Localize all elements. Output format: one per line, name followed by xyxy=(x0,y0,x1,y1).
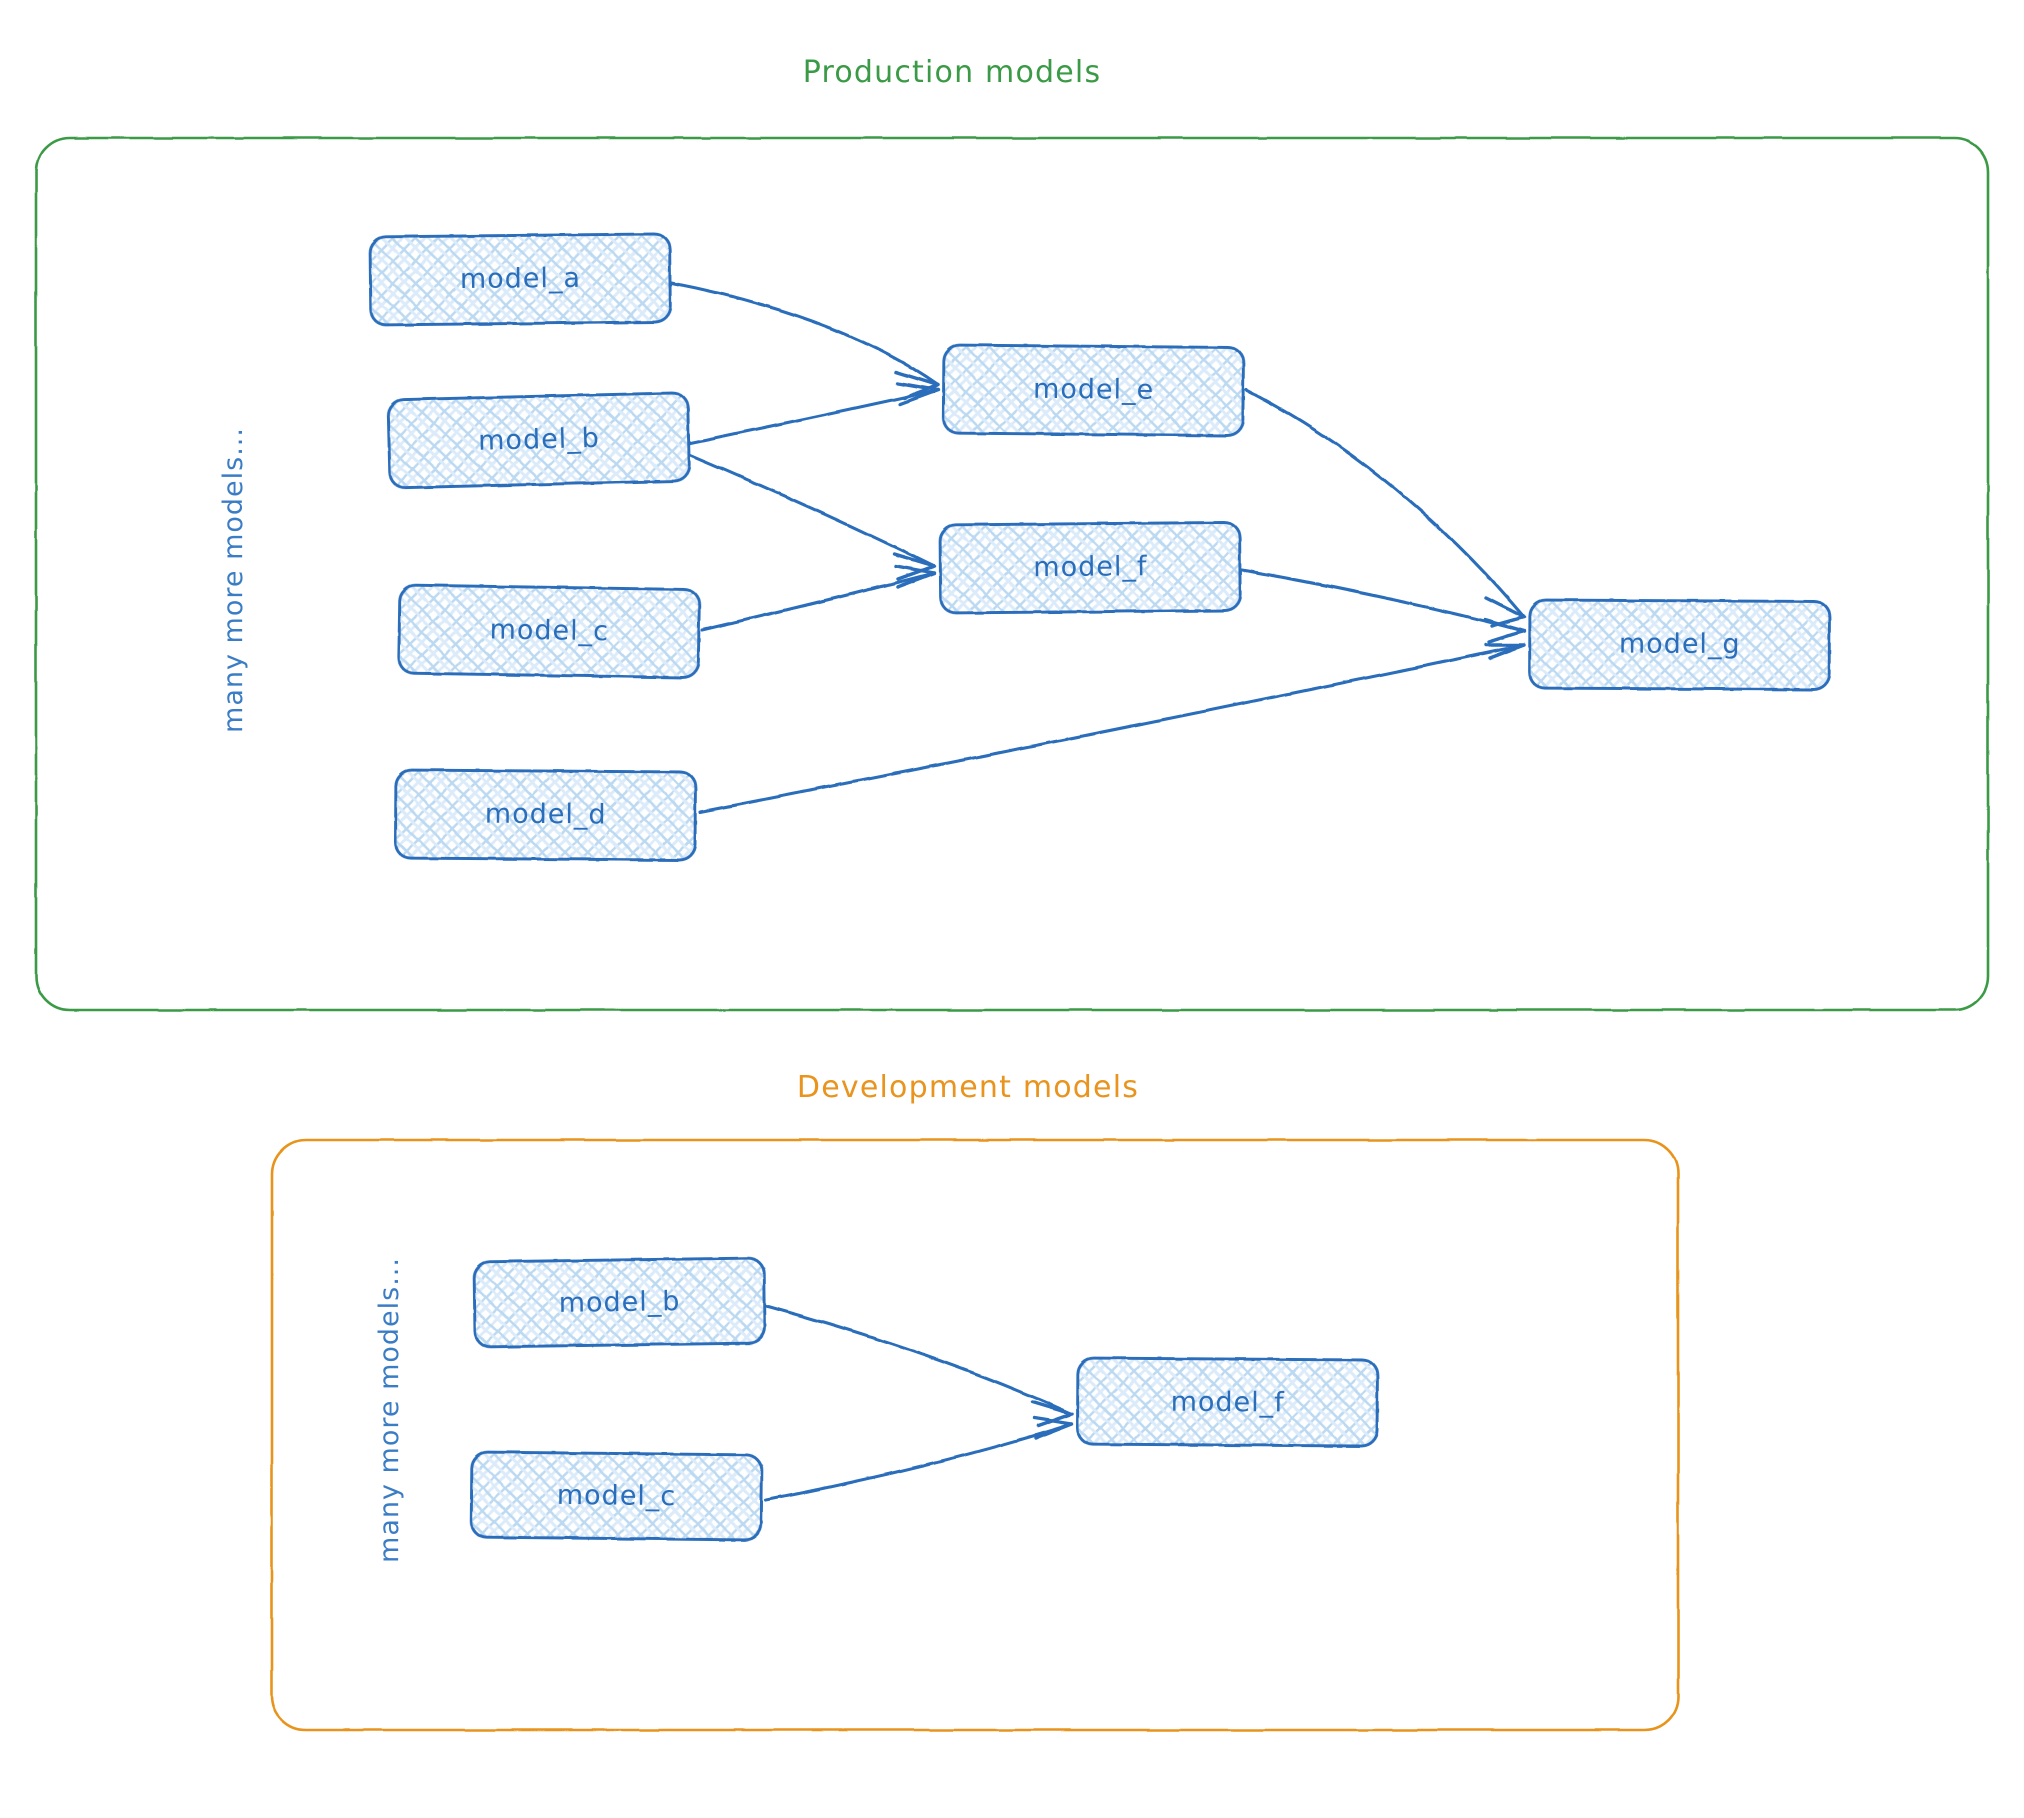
edge-dev_model_c-to-dev_model_f xyxy=(764,1422,1074,1502)
production-group-border xyxy=(34,136,1990,1012)
arrowhead-model_b-to-model_f xyxy=(892,552,936,581)
node-dev-model_f[interactable]: model_f xyxy=(1076,1356,1380,1448)
development-many-more-models-label: many more models... xyxy=(374,1257,405,1563)
node-model_d-label: model_d xyxy=(485,799,607,831)
node-model_a[interactable]: model_a xyxy=(368,232,673,327)
node-dev-model_b-label: model_b xyxy=(559,1286,681,1319)
node-dev-model_b[interactable]: model_b xyxy=(472,1256,767,1349)
edge-model_c-to-model_f xyxy=(700,571,936,632)
arrowhead-model_d-to-model_g xyxy=(1484,643,1526,660)
arrowhead-model_b-to-model_e xyxy=(896,381,940,406)
arrowhead-model_f-to-model_g xyxy=(1483,618,1526,644)
node-model_g[interactable]: model_g xyxy=(1528,598,1832,691)
development-group-border xyxy=(270,1138,1680,1732)
group-development: Development models many more models... xyxy=(270,1070,1680,1732)
development-nodes: model_b model_c model_f xyxy=(469,1256,1380,1542)
node-model_a-label: model_a xyxy=(460,263,581,295)
node-model_c[interactable]: model_c xyxy=(397,583,702,679)
node-dev-model_c[interactable]: model_c xyxy=(469,1450,764,1542)
edge-model_b-to-model_e xyxy=(688,388,940,445)
production-nodes: model_a model_b model_c xyxy=(368,232,1832,862)
arrowhead-dev_model_c-to-dev_model_f xyxy=(1032,1416,1074,1440)
node-model_g-label: model_g xyxy=(1619,628,1741,660)
edge-model_f-to-model_g xyxy=(1240,568,1526,633)
edge-model_b-to-model_f xyxy=(688,453,936,568)
node-model_d[interactable]: model_d xyxy=(393,768,698,862)
node-model_f[interactable]: model_f xyxy=(938,521,1243,615)
node-model_c-label: model_c xyxy=(489,614,609,647)
development-group-title: Development models xyxy=(797,1070,1139,1105)
node-dev-model_f-label: model_f xyxy=(1171,1387,1286,1419)
edge-model_d-to-model_g xyxy=(698,643,1526,814)
edge-model_a-to-model_e xyxy=(670,281,940,387)
development-edges xyxy=(764,1304,1074,1502)
node-model_e-label: model_e xyxy=(1033,374,1154,406)
node-model_f-label: model_f xyxy=(1033,551,1148,583)
node-dev-model_c-label: model_c xyxy=(557,1480,677,1512)
production-group-title: Production models xyxy=(803,55,1102,90)
node-model_e[interactable]: model_e xyxy=(941,343,1246,437)
arrowhead-model_c-to-model_f xyxy=(894,564,936,589)
edge-model_e-to-model_g xyxy=(1244,388,1526,619)
edge-dev_model_b-to-dev_model_f xyxy=(764,1304,1074,1416)
node-model_b[interactable]: model_b xyxy=(386,391,692,490)
node-model_b-label: model_b xyxy=(478,423,600,457)
production-edges xyxy=(670,281,1526,814)
group-production: Production models many more models... xyxy=(34,55,1990,1012)
production-many-more-models-label: many more models... xyxy=(218,427,249,733)
